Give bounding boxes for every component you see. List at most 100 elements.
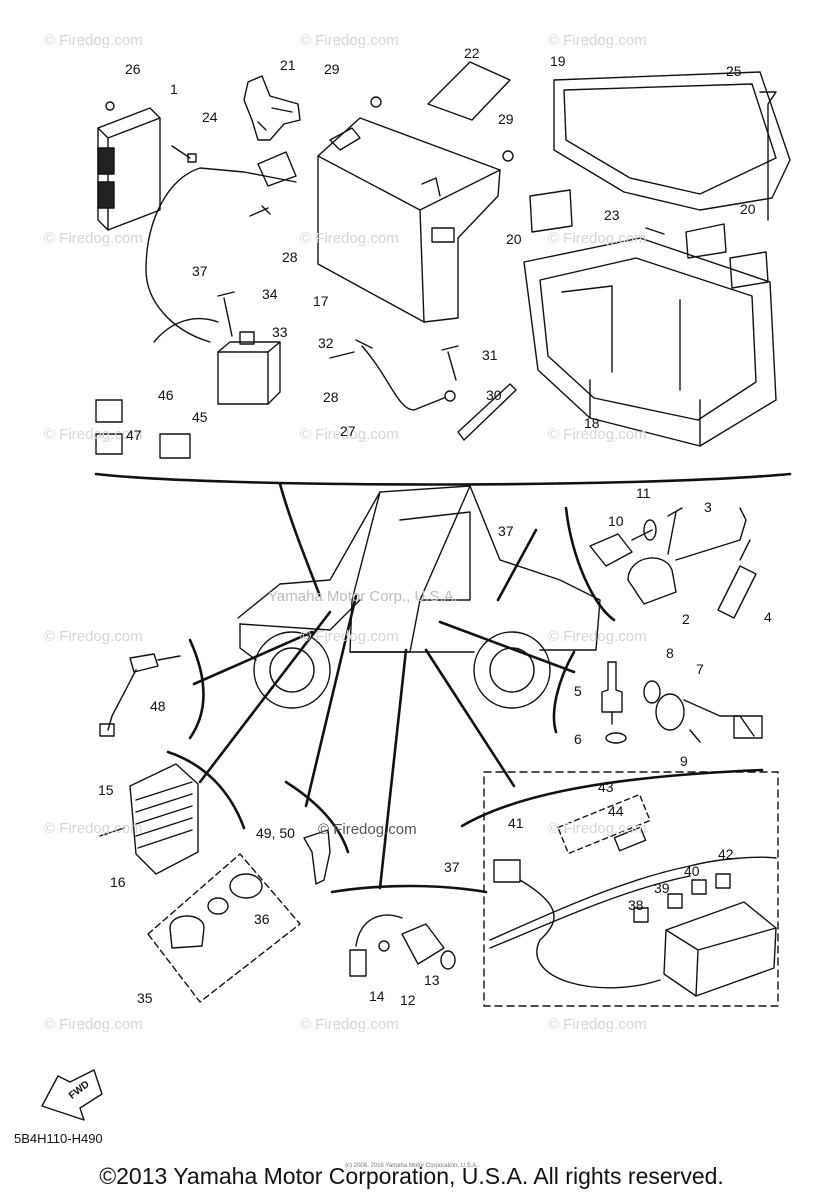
callout-29b: 29	[498, 111, 514, 127]
callout-13: 13	[424, 972, 440, 988]
callout-49-50: 49, 50	[256, 825, 295, 841]
bracket-box	[460, 768, 764, 828]
watermark: © Firedog.com	[300, 230, 399, 247]
key-part-49-50	[303, 829, 331, 885]
leader-15	[198, 610, 332, 784]
forward-arrow	[41, 1069, 103, 1121]
o-ring-part-11	[643, 519, 657, 541]
callout-35: 35	[137, 990, 153, 1006]
callout-20b: 20	[740, 201, 756, 217]
callout-12: 12	[400, 992, 416, 1008]
callout-26: 26	[125, 61, 141, 77]
screw-part-23	[645, 227, 665, 235]
gasket-part-6	[605, 732, 627, 744]
callout-43: 43	[598, 779, 614, 795]
o-ring-part-13	[440, 950, 456, 970]
bracket-right-mid	[552, 650, 576, 734]
callout-42: 42	[718, 846, 734, 862]
callout-28a: 28	[282, 249, 298, 265]
bolt-part-16	[99, 827, 125, 837]
callout-28b: 28	[323, 389, 339, 405]
watermark: © Firedog.com	[300, 32, 399, 49]
watermark: © Firedog.com	[548, 820, 647, 837]
leader-37-top	[278, 482, 322, 598]
callout-8: 8	[666, 645, 674, 661]
watermark: © Firedog.com	[548, 426, 647, 443]
bolt-part-9	[689, 729, 701, 743]
bolt-part-34	[217, 291, 235, 337]
sensor-part-7	[655, 693, 763, 739]
watermark: © Firedog.com	[44, 230, 143, 247]
battery-part-17	[317, 117, 501, 323]
callout-11: 11	[636, 485, 651, 501]
bolt-part-28b	[329, 351, 355, 359]
sensor-part-10	[589, 529, 653, 567]
bracket-top-right	[564, 506, 616, 622]
coupler-part-45	[159, 433, 191, 459]
leader-box	[424, 648, 516, 788]
watermark: © Firedog.com	[44, 628, 143, 645]
nut-part-29a	[370, 96, 382, 108]
callout-21: 21	[280, 57, 296, 73]
callout-17: 17	[313, 293, 329, 309]
bracket-48	[188, 638, 205, 740]
callout-18: 18	[584, 415, 600, 431]
bolt-part-28a	[249, 205, 271, 217]
ignition-coil-part-2	[627, 507, 747, 605]
bracket-key	[284, 780, 350, 854]
callout-30: 30	[486, 387, 502, 403]
watermark: © Firedog.com	[548, 1016, 647, 1033]
callout-36: 36	[254, 911, 270, 927]
leader-48	[192, 630, 314, 686]
callout-37a: 37	[192, 263, 208, 279]
coupler-part-46-47	[95, 399, 123, 455]
watermark: © Firedog.com	[300, 628, 399, 645]
callout-4: 4	[764, 609, 772, 625]
nut-part-29b	[502, 150, 514, 162]
callout-29a: 29	[324, 61, 340, 77]
sensor-part-48	[99, 653, 181, 737]
callout-44: 44	[608, 803, 624, 819]
watermark: © Firedog.com	[44, 1016, 143, 1033]
starter-relay-part-32	[217, 331, 281, 405]
callout-1: 1	[170, 81, 178, 97]
callout-5: 5	[574, 683, 582, 699]
callout-9: 9	[680, 753, 688, 769]
wire-lead-37	[153, 318, 219, 343]
callout-41: 41	[508, 815, 524, 831]
callout-37c: 37	[444, 859, 460, 875]
ecu-unit-part	[97, 107, 161, 231]
top-group-bracket	[94, 472, 792, 486]
leader-12	[378, 648, 408, 890]
leader-right-mid	[438, 620, 576, 674]
cable-tie-part-30	[457, 383, 517, 441]
pad-part-20a	[529, 189, 573, 233]
callout-16: 16	[110, 874, 126, 890]
watermark: © Firedog.com	[44, 32, 143, 49]
battery-box-cover-part-19	[553, 71, 791, 211]
callout-6: 6	[574, 731, 582, 747]
callout-23: 23	[604, 207, 620, 223]
battery-box-part-18	[523, 237, 777, 447]
callout-39: 39	[654, 880, 670, 896]
callout-22: 22	[464, 45, 480, 61]
callout-20a: 20	[506, 231, 522, 247]
callout-33: 33	[272, 324, 288, 340]
callout-48: 48	[150, 698, 166, 714]
watermark: © Firedog.com	[44, 426, 143, 443]
connector-part-21	[243, 75, 301, 141]
diagram-code: 5B4H110-H490	[14, 1131, 103, 1146]
pad-part-20b	[685, 223, 727, 259]
callout-34: 34	[262, 286, 278, 302]
callout-7: 7	[696, 661, 704, 677]
callout-3: 3	[704, 499, 712, 515]
callout-15: 15	[98, 782, 114, 798]
callout-37b: 37	[498, 523, 514, 539]
watermark: © Firedog.com	[548, 32, 647, 49]
rectifier-part-15	[129, 763, 199, 875]
spark-plug-part-5	[601, 661, 623, 725]
watermark: © Firedog.com	[548, 628, 647, 645]
bolt-part-24	[171, 145, 197, 163]
copyright-notice: ©2013 Yamaha Motor Corporation, U.S.A. A…	[99, 1163, 724, 1189]
callout-25: 25	[726, 63, 742, 79]
